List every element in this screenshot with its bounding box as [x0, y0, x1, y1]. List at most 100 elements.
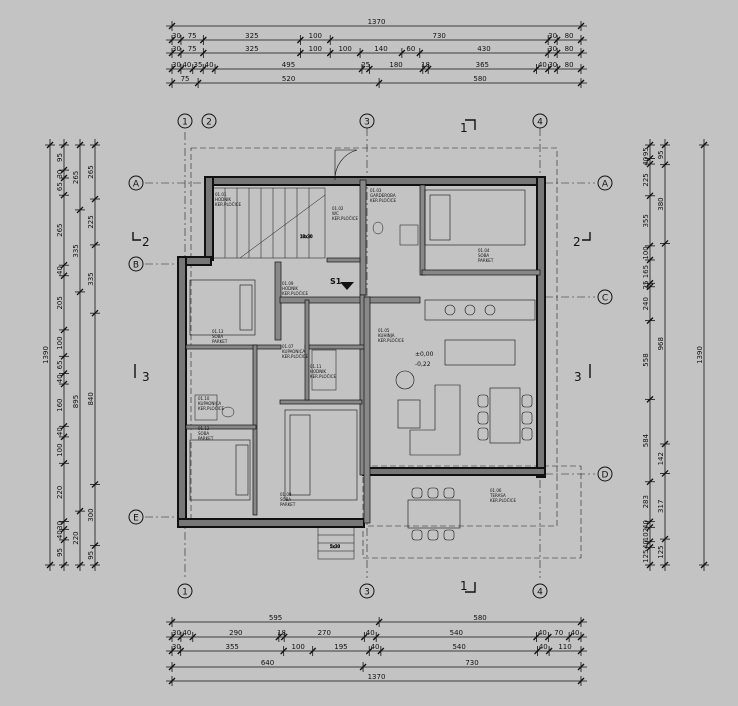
dim-bottom-row3-value: 355: [226, 643, 239, 651]
dim-left-a-value: 40: [56, 427, 64, 436]
dim-top-row2-value: 75: [188, 45, 197, 53]
dim-left-a-value: 30: [56, 521, 64, 530]
sofa: [395, 370, 461, 456]
dim-top-row1-value: 75: [188, 32, 197, 40]
svg-text:HODNIK: HODNIK: [282, 286, 298, 291]
svg-text:01.04: 01.04: [478, 248, 490, 253]
dim-top-row2-value: 140: [374, 45, 387, 53]
section-2-left: 2: [132, 232, 150, 249]
axis-1-top: 1: [177, 113, 193, 129]
dim-right-a-value: 102: [642, 528, 650, 541]
svg-text:01.01: 01.01: [215, 192, 227, 197]
dim-top-row3-value: 18: [421, 61, 430, 69]
dim-top-row3-value: 25: [361, 61, 370, 69]
dim-top-row3-value: 365: [476, 61, 489, 69]
dim-right-a-value: 355: [642, 214, 650, 227]
dim-left-c-value: 225: [87, 215, 95, 228]
dim-right-b-value: 125: [657, 545, 665, 558]
dim-left-c-value: 335: [87, 272, 95, 285]
svg-text:A: A: [133, 180, 140, 190]
dim-left-a-value: 65: [56, 182, 64, 191]
dim-top-row2-value: 325: [245, 45, 258, 53]
svg-text:PARKET: PARKET: [280, 502, 296, 507]
svg-text:1: 1: [182, 588, 188, 598]
entry-step-label: 5x30: [330, 544, 340, 549]
dim-top-row1-value: 30: [172, 32, 181, 40]
dim-bottom-row2-value: 290: [229, 629, 242, 637]
svg-text:KER.PLOČICE: KER.PLOČICE: [282, 354, 308, 359]
axis-A-right: A: [597, 175, 613, 191]
dim-bottom-row2-value: 270: [318, 629, 331, 637]
dim-right-a-value: 100: [642, 246, 650, 259]
dim-right-total-value: 1390: [696, 346, 704, 364]
dim-right-a-value: 40: [642, 520, 650, 529]
dim-top-row2-value: 30: [548, 45, 557, 53]
svg-text:01.03: 01.03: [370, 188, 382, 193]
dim-right-b-value: 95: [657, 150, 665, 159]
dining-table-indoor: [477, 387, 533, 444]
interior-walls: [185, 179, 541, 524]
dim-right-a-value: 283: [642, 495, 650, 508]
dim-bottom-row3-value: 30: [172, 643, 181, 651]
dim-left-c-value: 300: [87, 508, 95, 521]
svg-text:1: 1: [182, 118, 188, 128]
dim-left-a-value: 160: [56, 399, 64, 412]
stair-label: 18x30: [300, 234, 313, 239]
kitchen-counter: [424, 299, 536, 321]
svg-text:01.10: 01.10: [198, 396, 210, 401]
svg-text:2: 2: [573, 235, 581, 249]
svg-text:3: 3: [574, 370, 582, 384]
dim-left-a-value: 95: [56, 153, 64, 162]
svg-text:01.08: 01.08: [280, 492, 292, 497]
entrance-arrow: [340, 282, 354, 290]
svg-text:3: 3: [142, 370, 150, 384]
section-s1-label: S1: [330, 277, 342, 286]
svg-text:KUPAONICA: KUPAONICA: [282, 349, 305, 354]
dim-top-row1-value: 100: [309, 32, 322, 40]
axis-3-top: 3: [359, 113, 375, 129]
dim-bottom-row1-value: 580: [473, 614, 486, 622]
section-1-bottom: 1: [460, 579, 476, 593]
dim-bottom-row3-value: 40: [539, 643, 548, 651]
dim-top-total-value: 1370: [368, 18, 386, 26]
svg-text:4: 4: [537, 118, 543, 128]
section-2-right: 2: [573, 232, 591, 249]
svg-text:3: 3: [364, 588, 370, 598]
svg-text:KER.PLOČICE: KER.PLOČICE: [215, 202, 241, 207]
dim-bottom-row3-value: 40: [371, 643, 380, 651]
dim-top-row1-value: 80: [565, 32, 574, 40]
dim-left-a-value: 100: [56, 443, 64, 456]
dim-top-row4-value: 75: [181, 75, 190, 83]
dim-right-a-value: 40: [642, 540, 650, 549]
dim-top-row4-value: 580: [473, 75, 486, 83]
svg-text:PARKET: PARKET: [212, 339, 228, 344]
dim-top-row2-value: 30: [172, 45, 181, 53]
kitchen-island: [444, 339, 516, 366]
section-1-top: 1: [460, 119, 476, 135]
dim-top-row2-value: 80: [565, 45, 574, 53]
dim-left-a-value: 95: [56, 548, 64, 557]
dim-bottom-row2-value: 18: [277, 629, 286, 637]
axis-4-top: 4: [532, 113, 548, 129]
svg-text:D: D: [602, 471, 609, 481]
dim-bottom-row3-value: 110: [558, 643, 571, 651]
dim-right-a-value: 165: [642, 265, 650, 278]
axis-A-left: A: [128, 175, 144, 191]
svg-text:KER.PLOČICE: KER.PLOČICE: [198, 406, 224, 411]
entry-door: [334, 149, 358, 181]
section-3-right: 3: [574, 364, 591, 384]
svg-text:A: A: [602, 180, 609, 190]
svg-text:2: 2: [206, 118, 212, 128]
bathroom-fixtures: [194, 221, 419, 421]
dim-right-a-value: 240: [642, 297, 650, 310]
dim-right-b-value: 317: [657, 500, 665, 513]
axis-B-left: B: [128, 256, 144, 272]
outer-walls: [177, 176, 546, 528]
